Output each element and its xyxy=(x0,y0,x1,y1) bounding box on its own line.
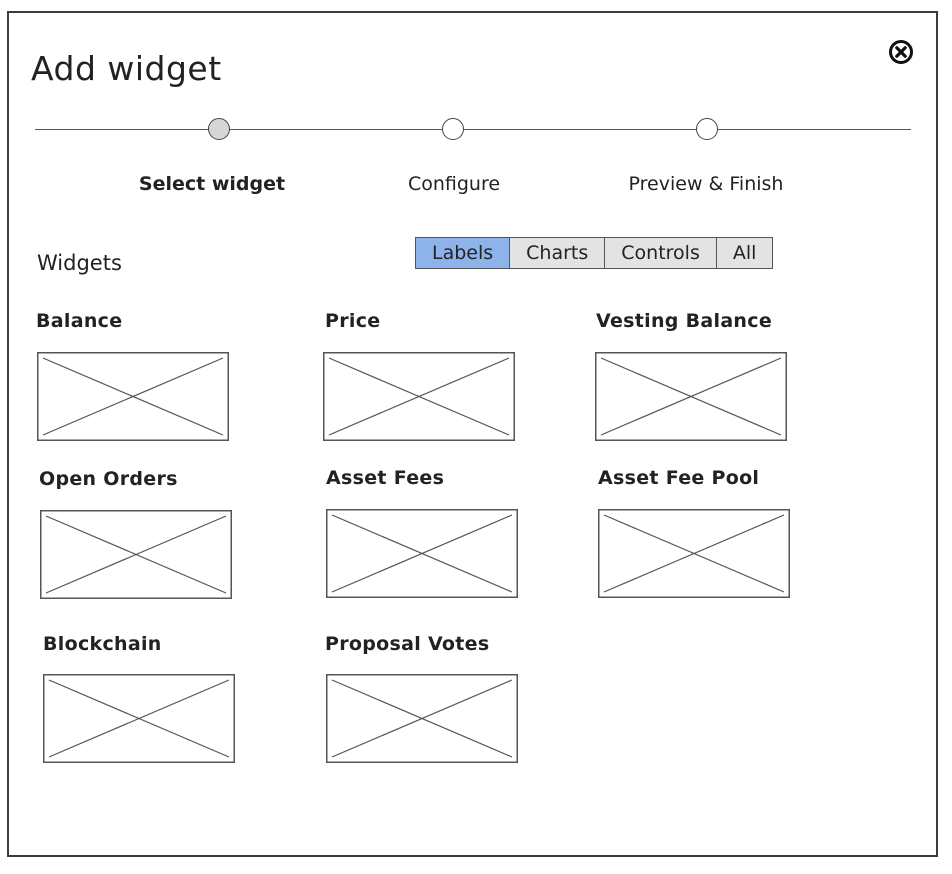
widget-thumbnail-asset-fees[interactable] xyxy=(326,509,518,598)
widgets-section-label: Widgets xyxy=(37,251,122,275)
step-dot-configure[interactable] xyxy=(442,118,464,140)
step-dot-select-widget[interactable] xyxy=(208,118,230,140)
filter-tab-labels[interactable]: Labels xyxy=(416,238,511,268)
widget-thumbnail-asset-fee-pool[interactable] xyxy=(598,509,790,598)
dialog-title: Add widget xyxy=(31,49,222,88)
filter-tab-controls[interactable]: Controls xyxy=(605,238,717,268)
widget-thumbnail-open-orders[interactable] xyxy=(40,510,232,599)
wizard-stepper xyxy=(35,117,911,147)
widget-thumbnail-proposal-votes[interactable] xyxy=(326,674,518,763)
step-label-configure[interactable]: Configure xyxy=(407,173,501,195)
widget-title-price: Price xyxy=(325,310,381,332)
widget-thumbnail-blockchain[interactable] xyxy=(43,674,235,763)
close-icon[interactable] xyxy=(888,39,914,65)
stepper-track xyxy=(35,129,911,130)
filter-tab-charts[interactable]: Charts xyxy=(510,238,606,268)
widget-thumbnail-balance[interactable] xyxy=(37,352,229,441)
step-label-preview-finish[interactable]: Preview & Finish xyxy=(628,173,784,195)
widget-title-asset-fee-pool: Asset Fee Pool xyxy=(598,467,760,489)
widget-filter-tabs: Labels Charts Controls All xyxy=(415,237,774,269)
widget-thumbnail-price[interactable] xyxy=(323,352,515,441)
filter-tab-all[interactable]: All xyxy=(716,238,773,268)
widget-title-balance: Balance xyxy=(36,310,123,332)
widget-title-vesting-balance: Vesting Balance xyxy=(596,310,773,332)
add-widget-dialog: Add widget Select widget Configure Previ… xyxy=(7,11,938,857)
step-dot-preview-finish[interactable] xyxy=(696,118,718,140)
step-label-select-widget[interactable]: Select widget xyxy=(138,173,286,195)
widget-thumbnail-vesting-balance[interactable] xyxy=(595,352,787,441)
widget-title-asset-fees: Asset Fees xyxy=(326,467,445,489)
widget-title-blockchain: Blockchain xyxy=(43,633,162,655)
widget-title-open-orders: Open Orders xyxy=(39,468,178,490)
widget-title-proposal-votes: Proposal Votes xyxy=(325,633,490,655)
